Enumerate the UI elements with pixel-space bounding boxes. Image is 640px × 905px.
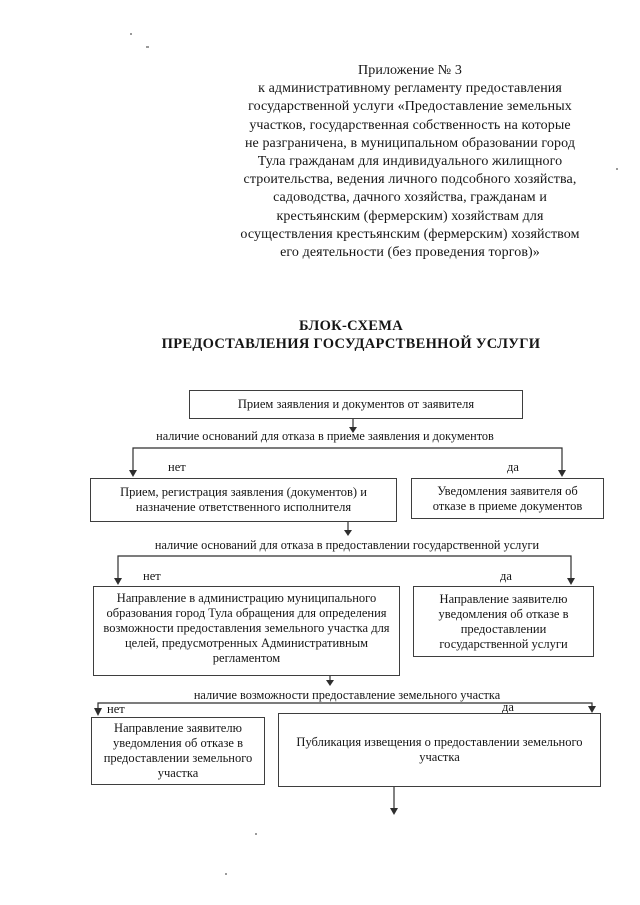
scan-speck — [225, 873, 227, 875]
appendix-line: Приложение № 3 — [358, 63, 462, 78]
scan-speck — [130, 33, 132, 35]
branch2-yes-label: да — [500, 569, 512, 583]
document-title: БЛОК-СХЕМА ПРЕДОСТАВЛЕНИЯ ГОСУДАРСТВЕННО… — [56, 318, 640, 353]
arrow-down-admin-to-decision3 — [326, 676, 334, 686]
branch-line-decision1 — [129, 447, 566, 477]
decision-label-3: наличие возможности предоставление земел… — [193, 688, 501, 702]
flowchart-box-publish: Публикация извещения о предоставлении зе… — [278, 713, 601, 787]
appendix-line: к административному регламенту предостав… — [258, 81, 562, 97]
scan-speck — [255, 833, 257, 835]
arrow-down-register-to-decision2 — [344, 522, 352, 536]
flowchart-box-send-to-admin: Направление в администрацию муниципально… — [93, 586, 400, 676]
appendix-note: Приложение № 3 к административному регла… — [200, 62, 620, 262]
decision-label-2: наличие оснований для отказа в предостав… — [154, 538, 540, 552]
scan-speck — [616, 168, 618, 170]
scan-speck — [146, 46, 149, 48]
appendix-line: строительства, ведения личного подсобног… — [243, 172, 577, 188]
title-line-1: БЛОК-СХЕМА — [298, 318, 404, 334]
flowchart-box-register: Прием, регистрация заявления (документов… — [90, 478, 397, 522]
branch3-yes-label: да — [502, 700, 514, 714]
flowchart-box-refuse-docs: Уведомления заявителя об отказе в приеме… — [411, 478, 604, 519]
appendix-line: крестьянским (фермерским) хозяйствам для — [276, 208, 544, 224]
branch1-yes-label: да — [507, 460, 519, 474]
flowchart-box-start: Прием заявления и документов от заявител… — [189, 390, 523, 419]
appendix-line: садоводства, дачного хозяйства, граждана… — [273, 190, 547, 206]
branch3-no-label: нет — [107, 702, 125, 716]
appendix-line: не разграничена, в муниципальном образов… — [244, 135, 576, 151]
appendix-line: государственной услуги «Предоставление з… — [248, 99, 572, 115]
flowchart-box-refuse-service: Направление заявителю уведомления об отк… — [413, 586, 594, 657]
appendix-line: участков, государственная собственность … — [249, 117, 571, 133]
decision-label-1: наличие оснований для отказа в приеме за… — [156, 429, 494, 443]
appendix-line: Тула гражданам для индивидуального жилищ… — [257, 154, 563, 170]
appendix-line: его деятельности (без проведения торгов)… — [280, 245, 540, 261]
title-line-2: ПРЕДОСТАВЛЕНИЯ ГОСУДАРСТВЕННОЙ УСЛУГИ — [161, 335, 541, 352]
arrow-down-publish-exit — [390, 787, 398, 815]
flowchart-box-refuse-land: Направление заявителю уведомления об отк… — [91, 717, 265, 785]
appendix-line: осуществления крестьянским (фермерским) … — [240, 226, 580, 242]
branch2-no-label: нет — [143, 569, 161, 583]
branch1-no-label: нет — [168, 460, 186, 474]
